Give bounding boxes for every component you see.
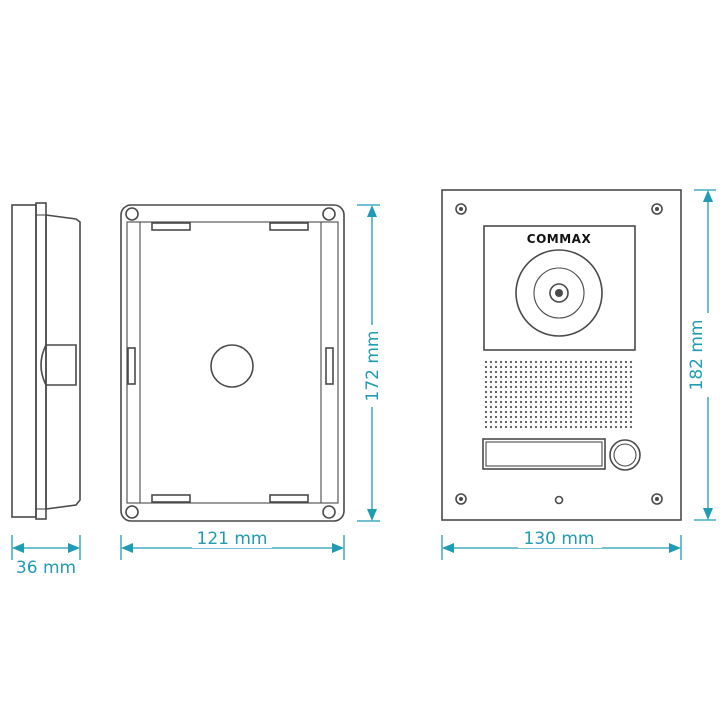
clip-top-left xyxy=(151,222,191,231)
box-width-dimension: 121 mm xyxy=(120,528,345,560)
clip-bottom-left xyxy=(151,494,191,503)
back-box-view xyxy=(120,204,345,522)
clip-top-right xyxy=(269,222,309,231)
panel-screw-bottom-left xyxy=(459,497,463,501)
speaker-grille xyxy=(484,360,633,429)
panel-width-label: 130 mm xyxy=(524,529,595,549)
box-width-label: 121 mm xyxy=(197,529,268,549)
panel-height-label: 182 mm xyxy=(687,320,707,391)
call-button[interactable] xyxy=(609,439,641,471)
side-view-cable-entry xyxy=(40,344,77,386)
side-view xyxy=(11,202,81,520)
depth-label: 36 mm xyxy=(16,558,76,578)
box-height-dimension: 172 mm xyxy=(357,204,384,522)
commax-logo: COMMAX xyxy=(527,232,592,246)
front-panel-outer xyxy=(441,189,682,521)
box-height-label: 172 mm xyxy=(363,331,383,402)
screw-hole-top-right xyxy=(322,207,336,221)
camera-window xyxy=(483,225,636,351)
microphone-hole xyxy=(554,495,564,505)
name-plate xyxy=(482,438,606,470)
screw-hole-bottom-right xyxy=(322,505,336,519)
depth-arrow-right xyxy=(68,543,80,553)
panel-height-dimension: 182 mm xyxy=(687,189,716,521)
screw-hole-bottom-left xyxy=(125,505,139,519)
panel-screw-bottom-right xyxy=(655,497,659,501)
depth-arrow-left xyxy=(12,543,24,553)
clip-side-left xyxy=(127,347,136,385)
front-panel-view: COMMAX xyxy=(441,189,682,521)
camera-lens-icon xyxy=(549,283,569,303)
side-view-body xyxy=(45,214,81,510)
cable-knockout xyxy=(210,344,254,388)
depth-dimension: 36 mm xyxy=(11,535,81,578)
panel-width-dimension: 130 mm xyxy=(441,528,682,560)
clip-side-right xyxy=(325,347,334,385)
back-box-inner xyxy=(126,221,339,504)
clip-bottom-right xyxy=(269,494,309,503)
panel-screw-top-left xyxy=(459,207,463,211)
side-view-front-plate xyxy=(11,204,37,518)
camera-lens-bezel xyxy=(515,249,603,337)
panel-screw-top-right xyxy=(655,207,659,211)
camera-lens-ring xyxy=(533,267,585,319)
screw-hole-top-left xyxy=(125,207,139,221)
back-box-outer xyxy=(120,204,345,522)
